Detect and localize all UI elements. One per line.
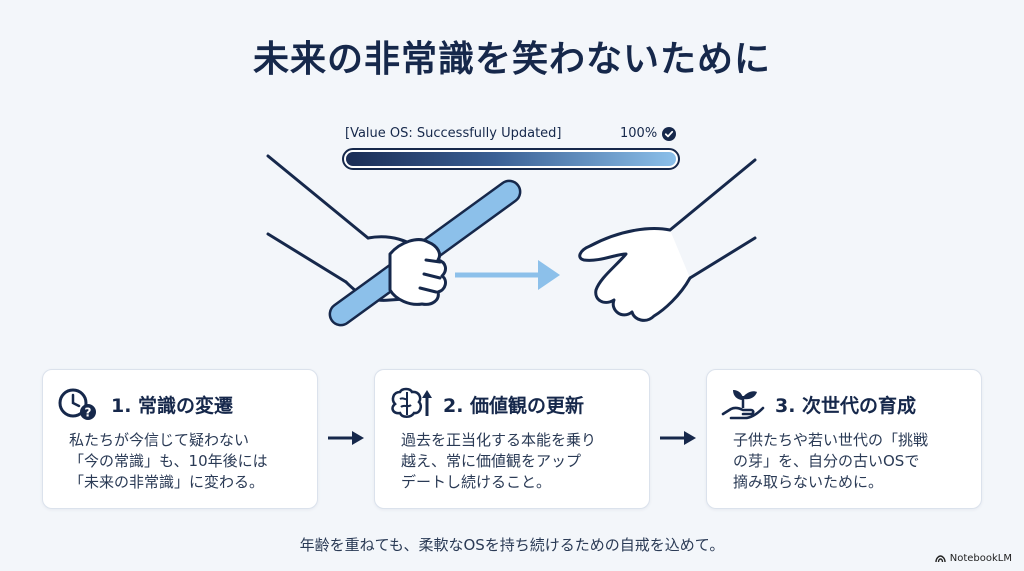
- footer-text: 年齢を重ねても、柔軟なOSを持ち続けるための自戒を込めて。: [299, 536, 725, 554]
- right-arrow-icon: [660, 431, 696, 445]
- svg-text:?: ?: [85, 406, 92, 420]
- card-line: 「今の常識」も、10年後には: [69, 452, 268, 470]
- baton-pass-illustration: [266, 154, 757, 327]
- left-fist-icon: [388, 238, 447, 306]
- progress-bar-fill: [346, 152, 676, 166]
- notebooklm-logo-icon: [935, 554, 946, 562]
- card-change-of-common-sense: ? 1. 常識の変遷 私たちが今信じて疑わない 「今の常識」も、10年後には 「…: [42, 369, 318, 509]
- clock-question-icon: ?: [58, 388, 96, 420]
- brand-name: NotebookLM: [949, 553, 1012, 564]
- page-title: 未来の非常識を笑わないために: [252, 39, 771, 80]
- right-arrow-icon: [455, 260, 560, 290]
- right-hand-icon: [578, 158, 757, 322]
- check-circle-icon: [662, 126, 677, 141]
- hand-sprout-icon: [721, 390, 765, 420]
- progress-percent-text: 100%: [620, 126, 658, 141]
- card-title: 2. 価値観の更新: [443, 394, 585, 417]
- card-next-generation: 3. 次世代の育成 子供たちや若い世代の「挑戦 の芽」を、自分の古いOSで 摘み…: [706, 369, 982, 509]
- card-update-values: 2. 価値観の更新 過去を正当化する本能を乗り 越え、常に価値観をアップ デート…: [374, 369, 650, 509]
- card-body: 子供たちや若い世代の「挑戦 の芽」を、自分の古いOSで 摘み取らないために。: [733, 430, 969, 493]
- right-arrow-icon: [328, 431, 364, 445]
- card-line: 過去を正当化する本能を乗り: [401, 431, 597, 449]
- card-title: 1. 常識の変遷: [111, 394, 234, 417]
- brand: NotebookLM: [935, 553, 1012, 564]
- card-line: デートし続けること。: [401, 473, 552, 491]
- card-body: 私たちが今信じて疑わない 「今の常識」も、10年後には 「未来の非常識」に変わる…: [69, 430, 305, 493]
- card-line: 「未来の非常識」に変わる。: [69, 473, 265, 491]
- progress-bar: [342, 148, 680, 170]
- card-line: 私たちが今信じて疑わない: [69, 431, 250, 449]
- card-title: 3. 次世代の育成: [775, 394, 917, 417]
- progress-percent: 100%: [620, 126, 677, 141]
- card-line: 摘み取らないために。: [733, 473, 884, 491]
- card-body: 過去を正当化する本能を乗り 越え、常に価値観をアップ デートし続けること。: [401, 430, 637, 493]
- brain-up-arrow-icon: [391, 387, 432, 419]
- card-line: の芽」を、自分の古いOSで: [733, 452, 920, 470]
- progress-label: [Value OS: Successfully Updated]: [345, 126, 562, 141]
- card-line: 越え、常に価値観をアップ: [401, 452, 582, 470]
- card-line: 子供たちや若い世代の「挑戦: [733, 431, 929, 449]
